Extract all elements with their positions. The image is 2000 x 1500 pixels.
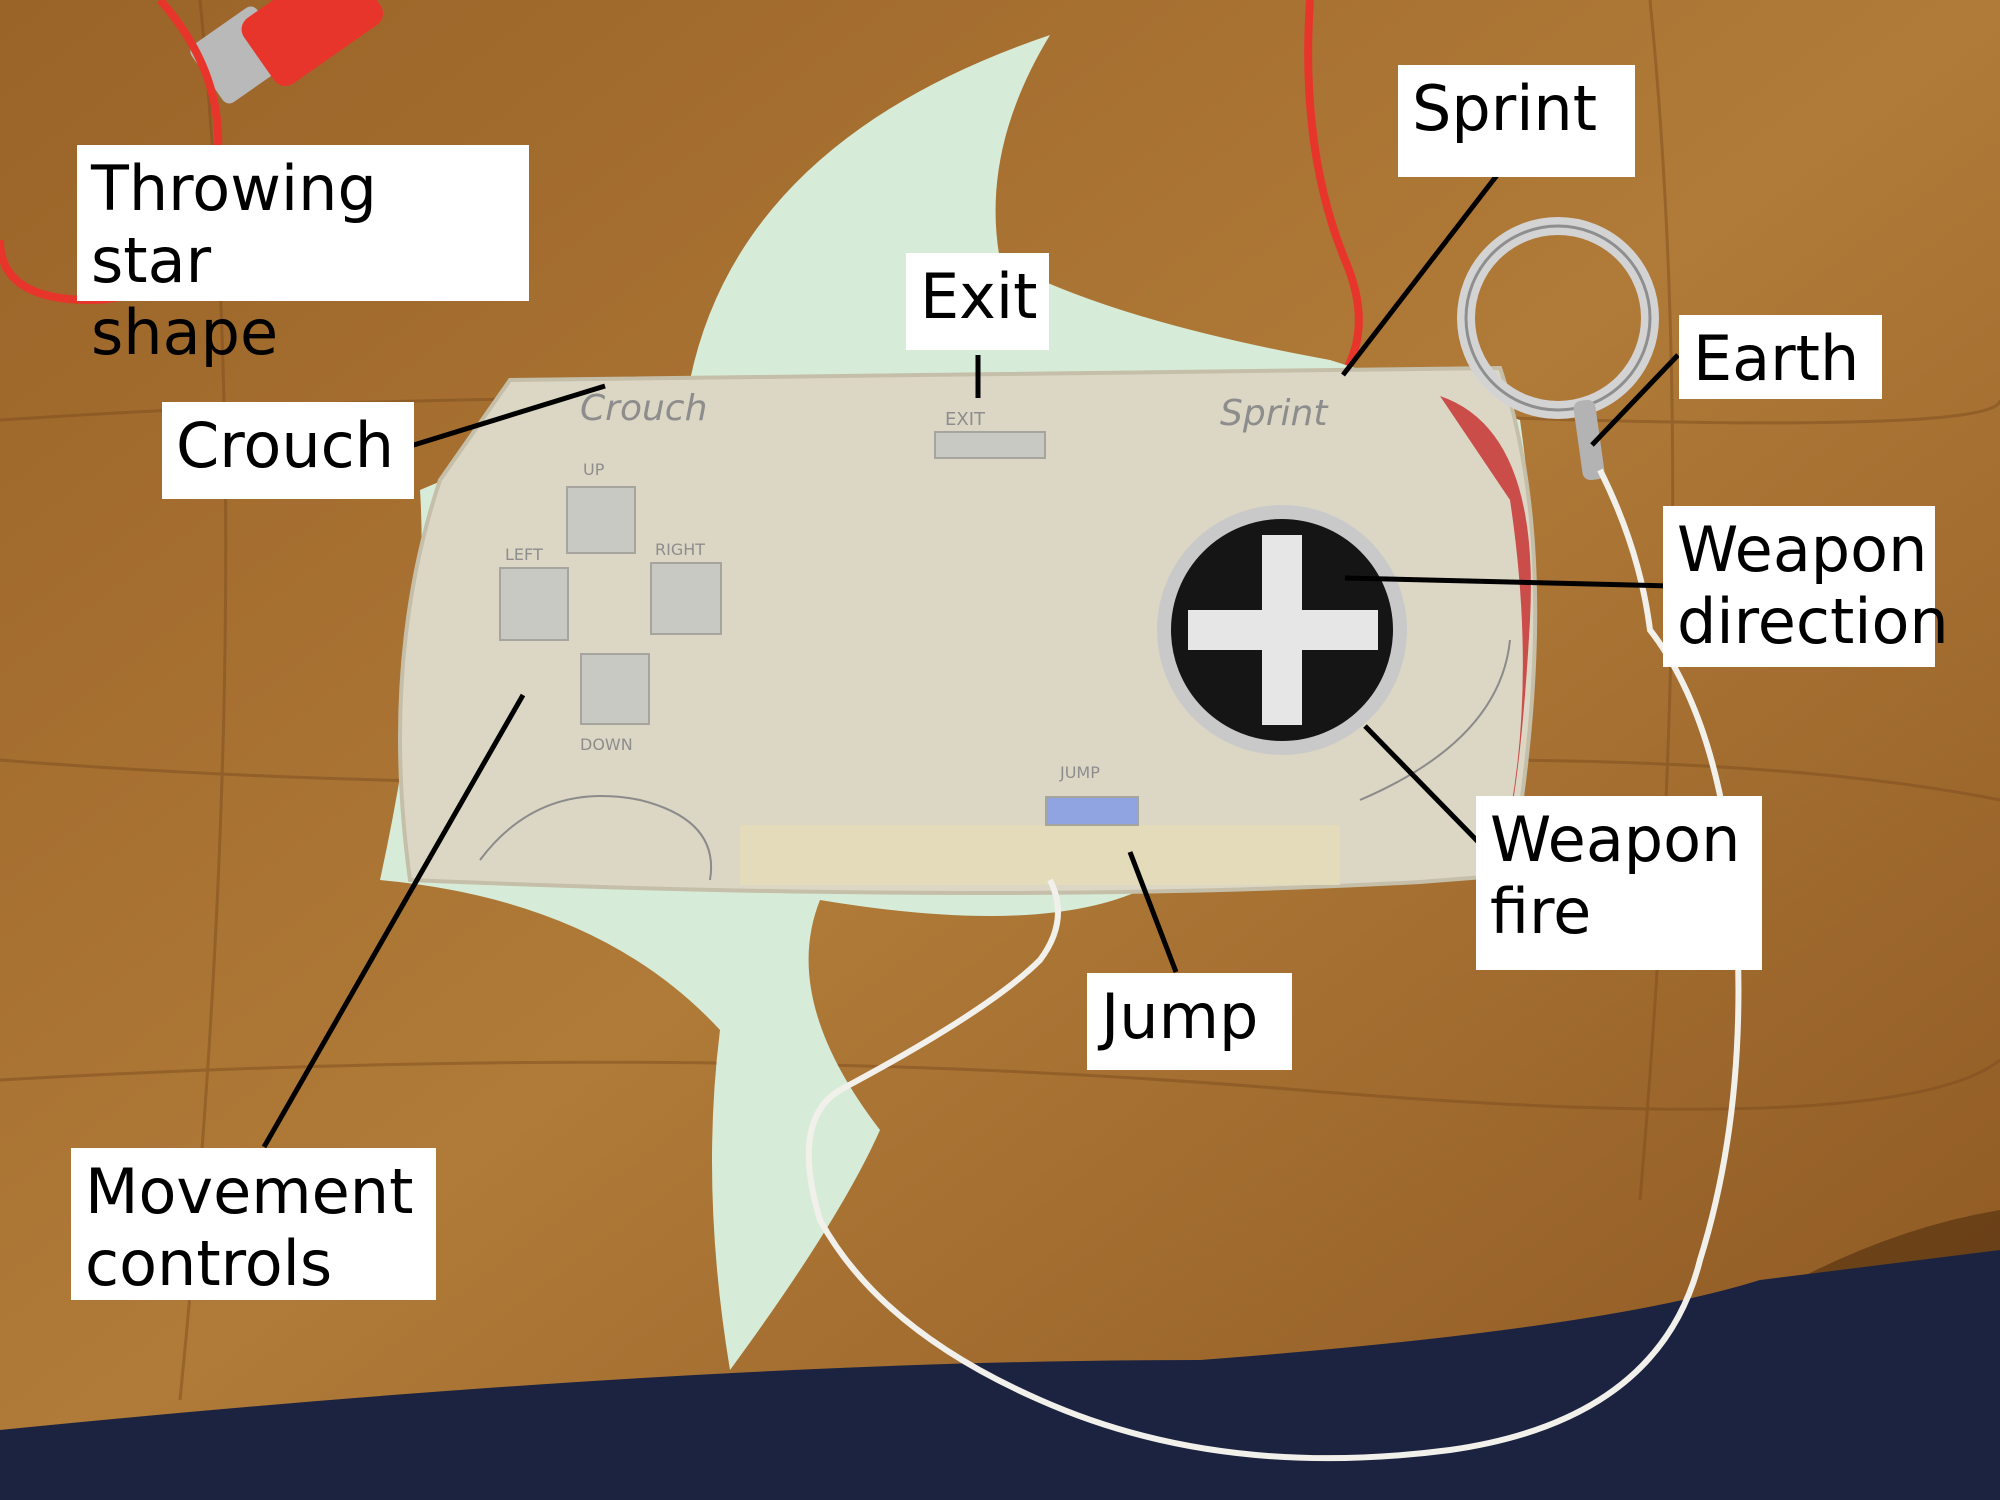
- down-pad: [580, 653, 650, 725]
- foil-pads: [499, 431, 1139, 826]
- label-jump: Jump: [1087, 973, 1292, 1070]
- controller-board: [398, 365, 1538, 896]
- label-sprint: Sprint: [1398, 65, 1635, 177]
- label-crouch: Crouch: [162, 402, 414, 499]
- board-text-exit: EXIT: [945, 409, 986, 430]
- left-pad: [499, 567, 569, 641]
- up-pad: [566, 486, 636, 554]
- white-cable: [805, 468, 1742, 1462]
- cross-horizontal: [1188, 610, 1378, 650]
- pencil-scribble: [479, 795, 713, 881]
- board-text-jump: JUMP: [1059, 763, 1100, 782]
- label-weapon-direction: Weapon direction: [1663, 506, 1949, 667]
- callout-lines: [261, 168, 1680, 1149]
- board-text-right: RIGHT: [655, 540, 705, 559]
- pencil-scribble-2: [1359, 639, 1511, 801]
- usb-plug-housing: [241, 0, 383, 86]
- label-earth: Earth: [1679, 315, 1882, 399]
- label-movement-controls: Movement controls: [71, 1148, 436, 1300]
- right-pad: [650, 562, 722, 635]
- label-weapon-fire: Weapon fire: [1476, 796, 1762, 970]
- weapon-ring: [1157, 505, 1407, 755]
- exit-pad: [934, 431, 1046, 459]
- earth-ring: [1457, 217, 1659, 481]
- board-text-left: LEFT: [505, 545, 543, 564]
- board-text-down: DOWN: [580, 735, 633, 754]
- tape-strip: [740, 825, 1340, 885]
- jump-pad: [1045, 796, 1139, 826]
- label-throwing-star-shape: Throwing star shape: [77, 145, 529, 368]
- board-text-crouch: Crouch: [580, 388, 707, 429]
- board-labels: Crouch EXIT Sprint UP LEFT RIGHT DOWN JU…: [505, 388, 1329, 782]
- board-text-up: UP: [583, 460, 605, 479]
- label-exit: Exit: [906, 253, 1049, 350]
- board-text-sprint: Sprint: [1220, 393, 1329, 434]
- crocodile-clip: [1573, 399, 1605, 481]
